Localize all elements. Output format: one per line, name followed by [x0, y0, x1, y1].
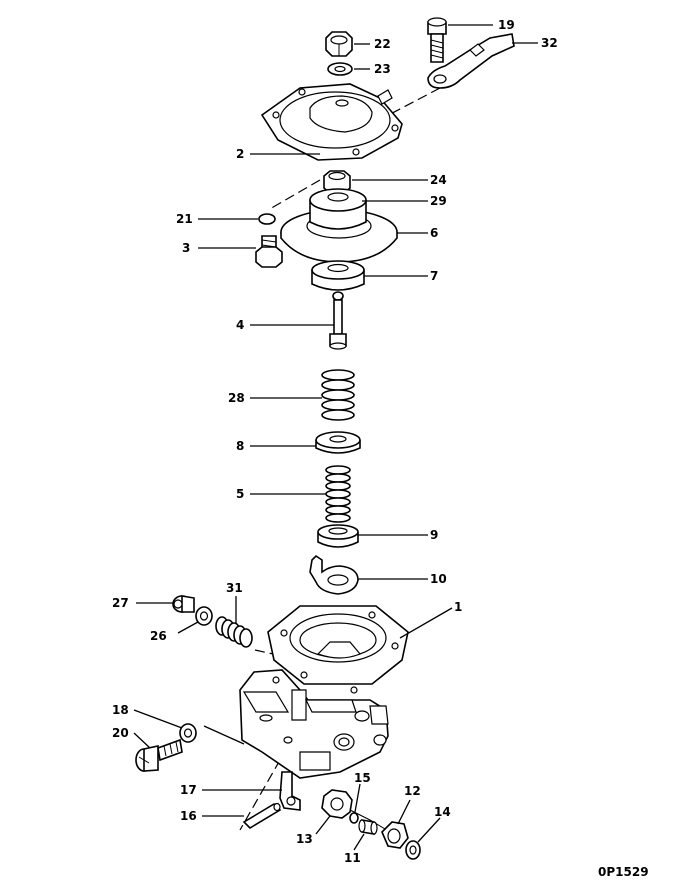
leader-14	[417, 817, 441, 843]
leader-20	[133, 732, 151, 749]
leader-11	[353, 833, 365, 851]
callout-20: 20	[112, 726, 129, 740]
assembly-line-pin	[239, 759, 281, 831]
callout-26: 26	[150, 629, 167, 643]
part-bracket-17	[279, 771, 301, 811]
callout-21: 21	[176, 212, 193, 226]
part-fitting-3	[255, 235, 283, 268]
part-nut-13	[321, 789, 353, 819]
part-seat-8	[315, 431, 361, 454]
callout-2: 2	[236, 147, 244, 161]
part-washer-18	[179, 723, 197, 743]
callout-1: 1	[454, 600, 462, 614]
part-plate-29	[309, 188, 367, 230]
callout-23: 23	[374, 62, 391, 76]
callout-6: 6	[430, 226, 438, 240]
callout-12: 12	[404, 784, 421, 798]
part-washer-26	[195, 606, 213, 626]
callout-24: 24	[430, 173, 447, 187]
part-screw-20	[135, 738, 183, 772]
callout-14: 14	[434, 805, 451, 819]
callout-19: 19	[498, 18, 515, 32]
callout-16: 16	[180, 809, 197, 823]
leader-13	[315, 815, 331, 835]
part-washer-23	[327, 62, 353, 76]
callout-11: 11	[344, 851, 361, 865]
leader-lines	[133, 24, 538, 851]
callout-28: 28	[228, 391, 245, 405]
part-oring-15	[349, 812, 359, 824]
callout-17: 17	[180, 783, 197, 797]
part-cover-2	[260, 83, 403, 161]
part-pin-16	[242, 802, 282, 830]
callout-5: 5	[236, 487, 244, 501]
callout-7: 7	[430, 269, 438, 283]
assembly-line-cover-to-oring	[267, 179, 321, 211]
leader-26	[177, 621, 199, 634]
leader-15	[354, 783, 361, 813]
callout-22: 22	[374, 37, 391, 51]
leader-body-tab	[203, 725, 245, 745]
leader-1	[399, 607, 453, 639]
callout-3: 3	[182, 241, 190, 255]
part-washer-14	[405, 840, 421, 860]
part-oring-21	[258, 213, 276, 225]
part-piston-7	[311, 260, 365, 291]
callout-31: 31	[226, 581, 243, 595]
part-lever-10	[309, 554, 359, 595]
callout-9: 9	[430, 528, 438, 542]
leader-18	[133, 709, 183, 729]
part-spring-5	[325, 465, 351, 523]
part-plug-27	[172, 595, 195, 613]
callout-18: 18	[112, 703, 129, 717]
callout-8: 8	[236, 439, 244, 453]
figure-code: 0P1529	[598, 865, 649, 879]
part-cap-12	[381, 821, 409, 849]
part-bracket-32	[427, 33, 515, 89]
part-valve-stem-4	[329, 291, 347, 350]
callout-13: 13	[296, 832, 313, 846]
callout-10: 10	[430, 572, 447, 586]
part-pin-11	[358, 819, 378, 835]
callout-4: 4	[236, 318, 244, 332]
callout-27: 27	[112, 596, 129, 610]
part-bolt-19	[427, 17, 447, 63]
part-body-1	[239, 605, 409, 779]
part-spring-31	[215, 616, 253, 648]
leader-12	[397, 799, 411, 825]
callout-15: 15	[354, 771, 371, 785]
part-spring-28	[321, 369, 355, 421]
part-nut-22	[325, 31, 353, 57]
callout-labels: 1 2 3 4 5 6 7 8 9 10 11 12 13 14 15 16 1…	[112, 18, 558, 865]
callout-29: 29	[430, 194, 447, 208]
part-collar-9	[317, 524, 359, 548]
callout-32: 32	[541, 36, 558, 50]
